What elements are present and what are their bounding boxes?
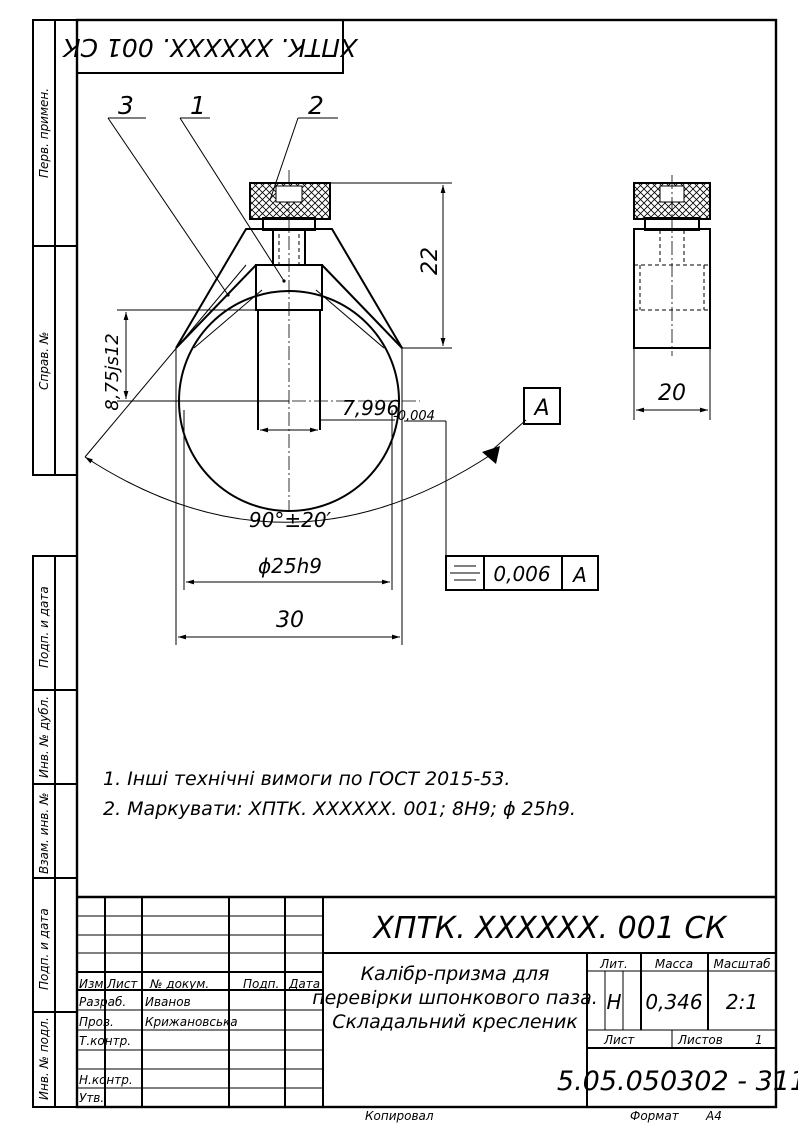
lit-value: Н bbox=[606, 990, 621, 1014]
title-name-2: перевірки шпонкового паза. bbox=[312, 987, 598, 1009]
listov-label: Листов bbox=[677, 1033, 723, 1047]
dim-slot: 7,996 -0,004 bbox=[260, 396, 435, 433]
technical-notes: 1. Інші технічні вимоги по ГОСТ 2015-53.… bbox=[103, 768, 576, 820]
role-utv: Утв. bbox=[79, 1091, 104, 1105]
frame bbox=[32, 18, 778, 1109]
dim-slot-text: 7,996 bbox=[342, 396, 399, 420]
person-razrab: Иванов bbox=[145, 995, 191, 1009]
podp-data-label-2: Подп. и дата bbox=[37, 908, 51, 990]
note-2: 2. Маркувати: ХПТК. ХХХХХХ. 001; 8Н9; ϕ … bbox=[103, 798, 576, 820]
massa-label: Масса bbox=[655, 957, 693, 971]
dim-22-text: 22 bbox=[418, 247, 443, 275]
dim-875-text: 8,75js12 bbox=[102, 333, 123, 410]
dim-angle-text: 90°±20′ bbox=[249, 508, 332, 532]
dim-875: 8,75js12 bbox=[102, 309, 289, 411]
org-code: 5.05.050302 - 311 bbox=[557, 1066, 798, 1097]
role-tkontr: Т.контр. bbox=[79, 1034, 131, 1048]
dim-angle: 90°±20′ bbox=[84, 264, 496, 532]
footer: Копировал Формат А4 bbox=[365, 1109, 722, 1123]
perv-primen-label: Перв. примен. bbox=[37, 88, 51, 178]
side-view: 20 bbox=[633, 175, 711, 420]
hdr-data: Дата bbox=[288, 977, 320, 991]
massa-value: 0,346 bbox=[645, 990, 702, 1014]
main-view bbox=[160, 170, 420, 645]
title-block: Изм. Лист № докум. Подп. Дата Разраб. Пр… bbox=[77, 895, 798, 1107]
list-label: Лист bbox=[603, 1033, 635, 1047]
title-name-1: Калібр-призма для bbox=[361, 963, 550, 985]
role-prov: Пров. bbox=[79, 1015, 114, 1029]
tolerance-value: 0,006 bbox=[493, 562, 550, 586]
dim-slot-tol: -0,004 bbox=[393, 409, 435, 424]
role-nkontr: Н.контр. bbox=[79, 1073, 133, 1087]
inv-no-podl-label: Инв. № подл. bbox=[37, 1017, 51, 1100]
symmetry-icon bbox=[450, 565, 480, 581]
dim-22: 22 bbox=[330, 182, 452, 349]
format-value: А4 bbox=[705, 1109, 722, 1123]
masshtab-label: Масштаб bbox=[713, 957, 771, 971]
tolerance-frame: 0,006 A bbox=[404, 420, 599, 591]
tolerance-datum: A bbox=[571, 563, 587, 587]
hdr-doc: № докум. bbox=[149, 977, 209, 991]
hdr-podp: Подп. bbox=[243, 977, 279, 991]
dim-diameter: ϕ25h9 bbox=[186, 554, 390, 585]
callout-2: 2 bbox=[308, 91, 324, 120]
dim-diameter-text: ϕ25h9 bbox=[258, 554, 322, 578]
person-prov: Крижановська bbox=[145, 1015, 238, 1029]
inv-no-dubl-label: Инв. № дубл. bbox=[37, 696, 51, 778]
listov-value: 1 bbox=[755, 1033, 763, 1047]
title-name-3: Складальний кресленик bbox=[332, 1011, 578, 1033]
mirrored-code-text: ХПТК. ХХХХХХ. 001 СК bbox=[62, 33, 360, 62]
dim-30: 30 bbox=[178, 608, 400, 640]
note-1: 1. Інші технічні вимоги по ГОСТ 2015-53. bbox=[103, 768, 510, 790]
callout-1: 1 bbox=[190, 91, 206, 120]
format-label: Формат bbox=[630, 1109, 680, 1123]
dim-30-text: 30 bbox=[276, 608, 304, 633]
hdr-izm: Изм. bbox=[79, 977, 107, 991]
datum-a-label: A bbox=[532, 396, 549, 421]
lit-label: Лит. bbox=[599, 957, 628, 971]
sprav-no-label: Справ. № bbox=[37, 332, 51, 390]
kopiroval-label: Копировал bbox=[365, 1109, 434, 1123]
podp-data-label-1: Подп. и дата bbox=[37, 586, 51, 668]
masshtab-value: 2:1 bbox=[726, 990, 758, 1014]
datum-a: A bbox=[482, 387, 561, 464]
title-code: ХПТК. ХХХХХХ. 001 СК bbox=[371, 911, 728, 946]
dim-20-text: 20 bbox=[658, 381, 686, 406]
callout-3: 3 bbox=[118, 91, 134, 120]
mirrored-code-box: ХПТК. ХХХХХХ. 001 СК bbox=[62, 19, 360, 74]
role-razrab: Разраб. bbox=[79, 995, 126, 1009]
callouts: 3 1 2 bbox=[107, 91, 338, 297]
vzam-inv-label: Взам. инв. № bbox=[37, 793, 51, 874]
left-strip-labels: Перв. примен. Справ. № Подп. и дата Инв.… bbox=[37, 88, 51, 1100]
hdr-list: Лист bbox=[106, 977, 138, 991]
